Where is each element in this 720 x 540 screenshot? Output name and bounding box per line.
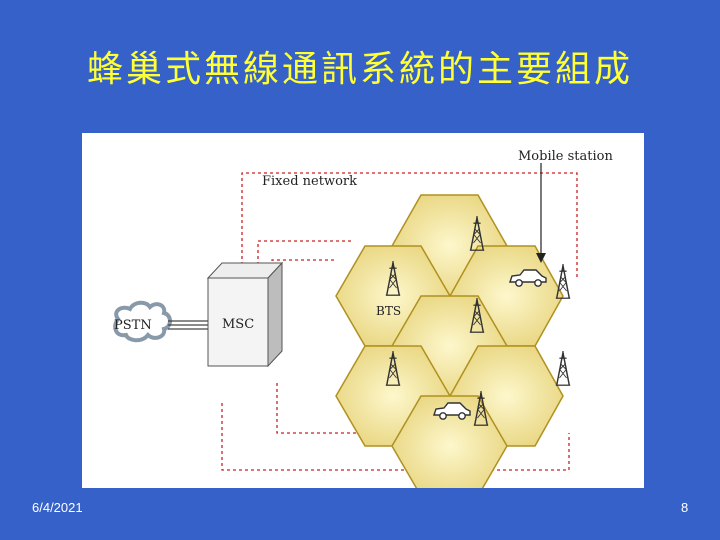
pstn-label: PSTN: [114, 318, 152, 333]
slide-date: 6/4/2021: [32, 500, 83, 515]
pstn-msc-trunk: [168, 320, 208, 330]
mobile-station-label: Mobile station: [518, 149, 613, 164]
fixed-network-links: [221, 172, 578, 471]
bts-label: BTS: [376, 304, 401, 318]
msc-label: MSC: [222, 317, 254, 332]
cell-bottom: [391, 395, 508, 488]
slide-page-number: 8: [681, 500, 689, 515]
fixed-network-label: Fixed network: [262, 174, 357, 189]
link-outer-bottom: [221, 403, 570, 471]
link-outer-top: [241, 172, 578, 278]
slide-title: 蜂巢式無線通訊系統的主要組成: [86, 49, 633, 90]
link-mid: [271, 259, 334, 273]
tower-icon: [555, 264, 571, 299]
mobile-station-arrow: [536, 163, 546, 263]
cell-grid: [335, 194, 564, 488]
diagram-canvas: Mobile station Fixed network BTS MSC PST…: [113, 149, 613, 488]
link-lower: [276, 383, 364, 434]
link-upper: [257, 240, 354, 265]
cellular-system-diagram: Mobile station Fixed network BTS MSC PST…: [82, 133, 644, 488]
tower-icon: [555, 351, 571, 386]
msc-box: [206, 261, 284, 368]
